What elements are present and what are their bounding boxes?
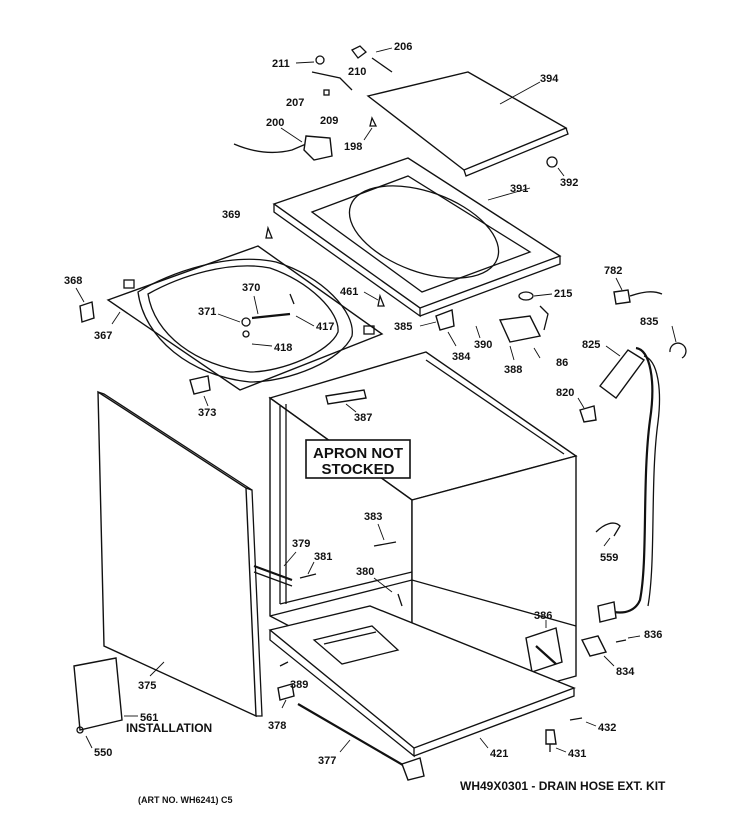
part-label-209: 209 <box>320 115 338 127</box>
part-label-417: 417 <box>316 321 334 333</box>
installation-booklet <box>73 657 138 731</box>
drain-hose <box>597 345 661 623</box>
part-label-387: 387 <box>354 412 372 424</box>
cord-782 <box>613 277 663 305</box>
part-label-385: 385 <box>394 321 412 333</box>
part-label-561: 561 <box>140 712 158 724</box>
hose-clip-820 <box>577 397 597 423</box>
art-number: (ART NO. WH6241) C5 <box>138 795 233 805</box>
part-number-labels: 211 206 210 394 207 209 200 198 392 391 369 368 367 3… <box>64 41 662 767</box>
top-panel <box>272 157 562 318</box>
part-label-369: 369 <box>222 209 240 221</box>
part-label-383: 383 <box>364 511 382 523</box>
lid-switch-assembly <box>475 305 549 361</box>
base-frame <box>268 605 576 758</box>
part-label-431: 431 <box>568 748 586 760</box>
lid-bumper <box>546 156 565 177</box>
part-label-392: 392 <box>560 177 578 189</box>
clip-215 <box>518 291 553 301</box>
hose-clamp <box>669 325 687 359</box>
part-label-835: 835 <box>640 316 658 328</box>
part-label-380: 380 <box>356 566 374 578</box>
drain-hose-kit-label: WH49X0301 - DRAIN HOSE EXT. KIT <box>460 779 666 793</box>
lid-switch-cord <box>233 127 333 161</box>
hose-guide-559 <box>595 522 621 547</box>
part-label-378: 378 <box>268 720 286 732</box>
screw-461 <box>363 291 385 307</box>
hose-bracket-834 <box>580 635 641 667</box>
screw-198 <box>363 116 378 141</box>
part-label-381: 381 <box>314 551 332 563</box>
part-label-834: 834 <box>616 666 635 678</box>
part-label-550: 550 <box>94 747 112 759</box>
part-label-375: 375 <box>138 680 156 692</box>
part-label-820: 820 <box>556 387 574 399</box>
part-label-207: 207 <box>286 97 304 109</box>
part-label-782: 782 <box>604 265 622 277</box>
part-label-86: 86 <box>556 357 568 369</box>
spring-hardware <box>217 293 315 347</box>
part-label-367: 367 <box>94 330 112 342</box>
part-label-379: 379 <box>292 538 310 550</box>
part-label-377: 377 <box>318 755 336 767</box>
part-label-200: 200 <box>266 117 284 129</box>
part-label-371: 371 <box>198 306 216 318</box>
part-label-421: 421 <box>490 748 508 760</box>
leveling-hardware <box>277 661 425 781</box>
part-label-391: 391 <box>510 183 528 195</box>
part-label-394: 394 <box>540 73 559 85</box>
part-label-198: 198 <box>344 141 362 153</box>
part-label-370: 370 <box>242 282 260 294</box>
part-label-368: 368 <box>64 275 82 287</box>
part-label-825: 825 <box>582 339 600 351</box>
part-label-373: 373 <box>198 407 216 419</box>
installation-label: INSTALLATION <box>126 721 212 735</box>
cabinet-handle <box>325 389 367 413</box>
screw-369 <box>265 225 273 239</box>
part-label-836: 836 <box>644 629 662 641</box>
part-label-384: 384 <box>452 351 471 363</box>
part-label-215: 215 <box>554 288 572 300</box>
part-label-210: 210 <box>348 66 366 78</box>
apron-note-box <box>305 439 411 479</box>
top-corner-mark: ´´´ <box>92 0 101 6</box>
part-label-432: 432 <box>598 722 616 734</box>
bracket-373 <box>189 375 211 407</box>
part-label-559: 559 <box>600 552 618 564</box>
part-label-390: 390 <box>474 339 492 351</box>
part-label-211: 211 <box>272 58 290 70</box>
clip-368 <box>75 287 95 323</box>
bracket-385 <box>419 309 457 347</box>
apron-note-line-1: APRON NOT <box>313 445 403 462</box>
part-label-461: 461 <box>340 286 358 298</box>
screw-550 <box>76 726 93 749</box>
washer-lid <box>366 71 569 177</box>
cabinet-hardware <box>253 523 403 607</box>
part-label-386: 386 <box>534 610 552 622</box>
side-panel <box>97 390 263 718</box>
lid-switch-hardware <box>295 45 393 96</box>
apron-note-line-2: STOCKED <box>321 461 394 478</box>
leg-hardware <box>479 717 597 753</box>
part-label-418: 418 <box>274 342 292 354</box>
bracket-386 <box>525 620 563 673</box>
part-label-388: 388 <box>504 364 522 376</box>
part-label-389: 389 <box>290 679 308 691</box>
part-label-206: 206 <box>394 41 412 53</box>
